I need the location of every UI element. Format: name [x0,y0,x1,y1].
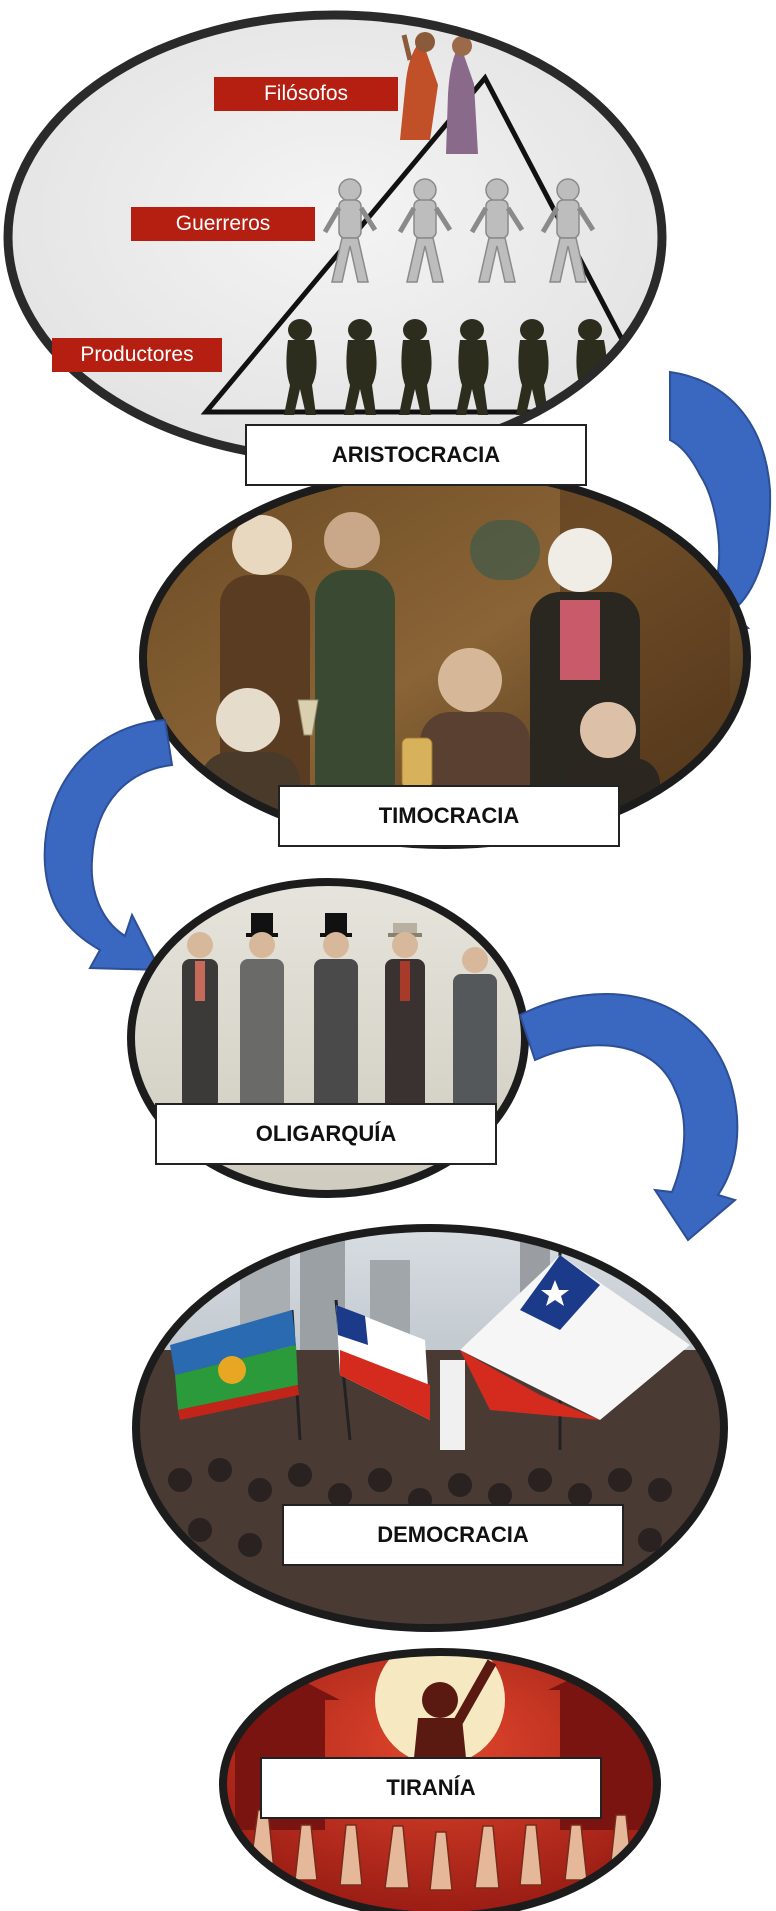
tag-productores: Productores [52,338,222,372]
warriors-figures [322,178,596,283]
tag-filosofos: Filósofos [214,77,398,111]
arrow-oligarquia-to-democracia [518,993,739,1242]
philosophers-figure [400,32,478,154]
mapuche-flag [170,1309,302,1441]
chilean-flag-small [334,1299,430,1441]
democracia-ellipse [132,1224,728,1632]
chilean-flag-large [460,1250,690,1450]
label-timocracia: TIMOCRACIA [278,785,620,847]
gentlemen-figures [182,913,497,1124]
label-aristocracia: ARISTOCRACIA [245,424,587,486]
label-tirania: TIRANÍA [260,1757,602,1819]
arrow-timocracia-to-oligarquia [43,718,174,972]
label-democracia: DEMOCRACIA [282,1504,624,1566]
label-oligarquia: OLIGARQUÍA [155,1103,497,1165]
tag-guerreros: Guerreros [131,207,315,241]
raised-hands [249,1809,633,1891]
crowd [148,1458,672,1557]
